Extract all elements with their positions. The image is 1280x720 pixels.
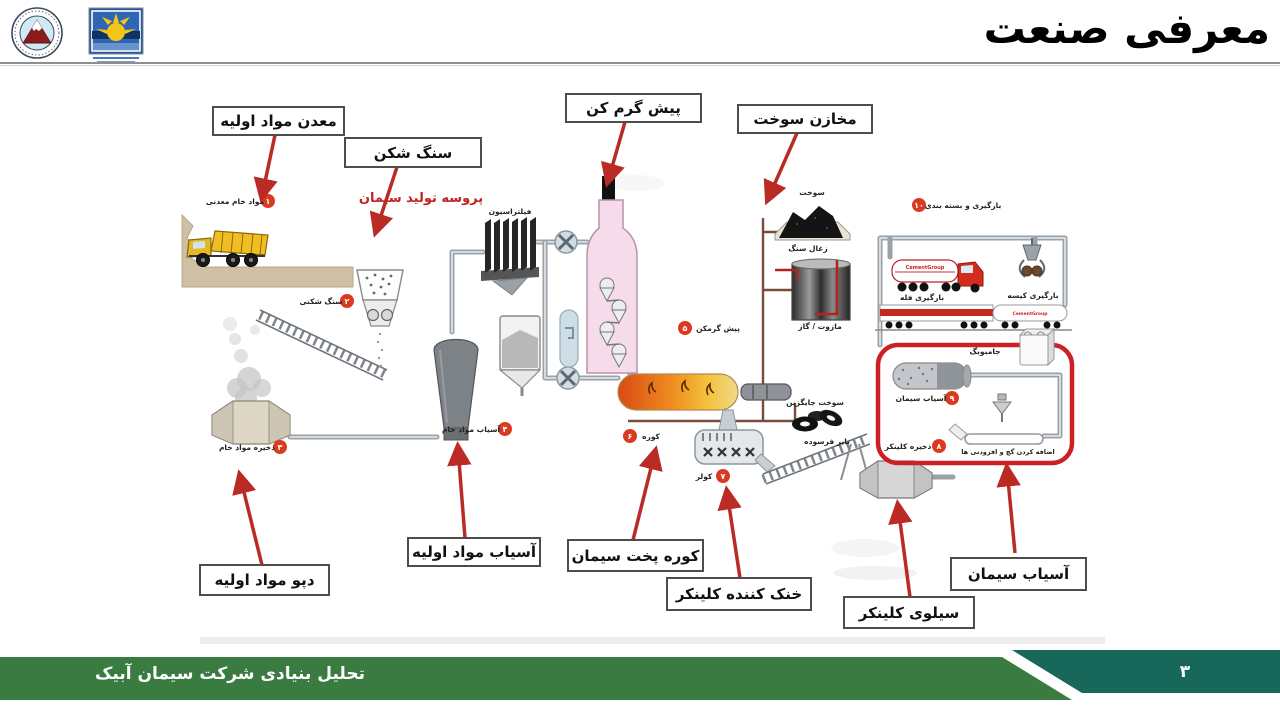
kiln-burner bbox=[740, 383, 792, 401]
svg-text:سنگ شکنی: سنگ شکنی bbox=[299, 297, 342, 306]
box-cement-kiln: کوره پخت سیمان bbox=[567, 539, 704, 572]
crusher-hopper bbox=[356, 269, 404, 368]
depot-dust-cloud bbox=[223, 317, 271, 409]
svg-text:کوره: کوره bbox=[642, 432, 660, 441]
fuel-label: سوخت bbox=[799, 188, 824, 197]
bag-loading-label: بارگیری کیسه bbox=[1007, 291, 1058, 300]
svg-text:ذخیره کلینکر: ذخیره کلینکر bbox=[884, 442, 932, 451]
box-clinker-silo: سیلوی کلینکر bbox=[843, 596, 975, 629]
cement-mill-unit bbox=[892, 362, 972, 390]
clinker-cooler-unit bbox=[694, 409, 776, 473]
cement-process-diagram: فیلتراسیون bbox=[181, 121, 1105, 644]
coal-label: زغال سنگ bbox=[788, 244, 828, 253]
sun-company-logo bbox=[88, 7, 144, 63]
svg-text:بارگیری و بسته بندی: بارگیری و بسته بندی bbox=[925, 201, 1002, 210]
logo-caption-line bbox=[93, 57, 139, 59]
abyek-cement-logo bbox=[11, 7, 63, 59]
conveyor-raw bbox=[255, 309, 389, 381]
box-preheater: پیش گرم کن bbox=[565, 93, 702, 123]
svg-text:مواد خام معدنی: مواد خام معدنی bbox=[206, 197, 265, 206]
used-tires bbox=[792, 409, 843, 432]
raw-depot-dome bbox=[211, 400, 291, 445]
box-raw-material-mine: معدن مواد اولیه bbox=[212, 106, 345, 136]
svg-text:پیش گرمکن: پیش گرمکن bbox=[696, 324, 740, 333]
filtration-unit bbox=[481, 217, 539, 296]
svg-text:CementGroup: CementGroup bbox=[906, 265, 945, 271]
svg-text:۷: ۷ bbox=[721, 472, 726, 481]
rotary-kiln bbox=[617, 373, 792, 411]
fan-valve bbox=[556, 366, 580, 390]
process-title: پروسه تولید سیمان bbox=[359, 191, 483, 206]
box-clinker-cooler: خنک کننده کلینکر bbox=[666, 577, 812, 611]
clinker-silo-dome bbox=[859, 460, 933, 499]
jumbo-bag bbox=[1018, 327, 1056, 367]
svg-text:۹: ۹ bbox=[950, 394, 955, 403]
step-markers: ۱ مواد خام معدنی ۲ سنگ شکنی ۳ ذخیره مواد… bbox=[206, 194, 1002, 483]
mazut-label: مازوت / گاز bbox=[797, 322, 842, 331]
svg-text:۸: ۸ bbox=[937, 442, 942, 451]
footer-banner bbox=[0, 650, 1280, 700]
box-fuel-tanks: مخازن سوخت bbox=[737, 104, 873, 134]
raw-mill bbox=[433, 339, 479, 441]
svg-text:آسیاب سیمان: آسیاب سیمان bbox=[896, 393, 947, 403]
dump-truck bbox=[186, 230, 269, 267]
page-number: ۳ bbox=[1179, 662, 1191, 682]
bulk-loading-label: بارگیری فله bbox=[900, 293, 944, 302]
slide-title: معرفی صنعت bbox=[983, 4, 1270, 53]
alt-fuel-label: سوخت جایگزین bbox=[786, 398, 844, 407]
box-cement-mill: آسیاب سیمان bbox=[950, 557, 1087, 591]
filtration-label: فیلتراسیون bbox=[489, 207, 532, 216]
jumbo-bag-label: جامبوبگ bbox=[969, 347, 1000, 356]
svg-text:۲: ۲ bbox=[345, 297, 350, 306]
box-stone-crusher: سنگ شکن bbox=[344, 137, 482, 168]
coal-pile bbox=[774, 206, 851, 241]
fan-valve bbox=[554, 230, 578, 254]
logo-caption-line bbox=[97, 61, 135, 63]
footer-teal-shape bbox=[1012, 650, 1280, 693]
svg-text:۱۰: ۱۰ bbox=[914, 201, 924, 210]
cement-mill-highlight-frame bbox=[875, 342, 1075, 466]
bulk-tanker-truck: CementGroup bbox=[891, 259, 984, 293]
svg-text:۳: ۳ bbox=[278, 443, 283, 452]
footer-title: تحلیل بنیادی شرکت سیمان آبیک bbox=[95, 664, 365, 684]
svg-text:۴: ۴ bbox=[503, 425, 508, 434]
tires-label: تایر فرسوده bbox=[804, 437, 850, 446]
additives-label: اضافه کردن گچ و افزودنی ها bbox=[961, 448, 1055, 456]
header-divider bbox=[0, 62, 1280, 64]
box-raw-material-depot: دپو مواد اولیه bbox=[199, 564, 330, 596]
pointer-arrows bbox=[232, 121, 1021, 598]
svg-text:ذخیره مواد خام: ذخیره مواد خام bbox=[219, 443, 275, 452]
cyclones bbox=[599, 277, 627, 369]
footer-green-shape bbox=[0, 657, 1072, 700]
svg-text:کولر: کولر bbox=[695, 472, 713, 481]
svg-text:۵: ۵ bbox=[683, 324, 688, 333]
bag-loading-claw bbox=[1018, 238, 1046, 278]
raw-meal-silo bbox=[498, 315, 542, 396]
air-lift-vessel bbox=[559, 309, 579, 368]
svg-text:آسیاب مواد خام: آسیاب مواد خام bbox=[442, 424, 500, 434]
svg-text:۶: ۶ bbox=[628, 432, 633, 441]
preheater-tower bbox=[586, 176, 638, 374]
additive-feeder bbox=[948, 393, 1044, 445]
rail-wagons: CementGroup bbox=[875, 304, 1072, 331]
header-divider-light bbox=[0, 65, 1280, 66]
mazut-gas-tank bbox=[775, 258, 851, 321]
box-raw-material-mill: آسیاب مواد اولیه bbox=[407, 537, 541, 567]
svg-text:CementGroup: CementGroup bbox=[1013, 311, 1049, 317]
image-edge-strip bbox=[200, 637, 1105, 644]
svg-text:۱: ۱ bbox=[266, 197, 271, 206]
